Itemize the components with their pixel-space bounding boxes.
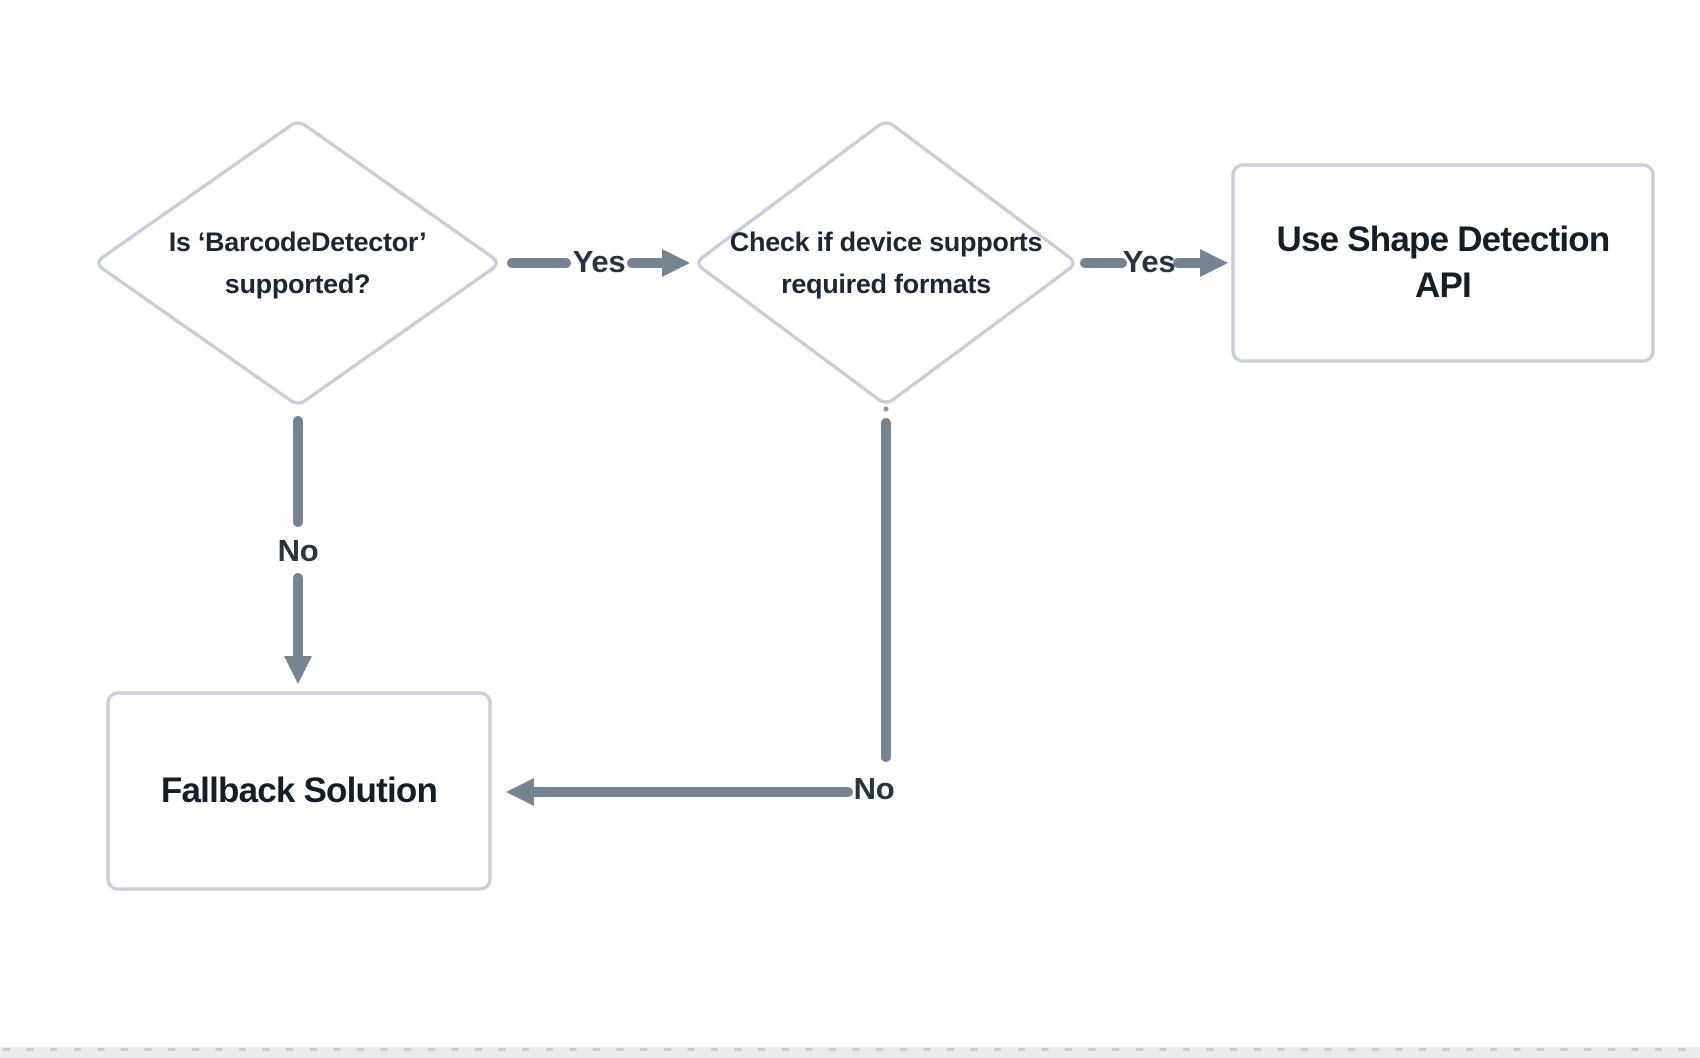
arrow-no-barcode-to-fallback <box>284 416 312 684</box>
bottom-edge-strip <box>0 1047 1700 1058</box>
process-box-shape-detection-api <box>1231 163 1655 363</box>
decision-diamond-device-formats <box>697 121 1075 404</box>
process-box-fallback-solution <box>106 691 492 891</box>
arrow-yes-formats-to-api <box>1080 249 1228 277</box>
arrow-yes-barcode-to-formats <box>507 249 690 277</box>
decision-diamond-barcodedetector <box>97 121 498 405</box>
arrow-no-formats-to-fallback <box>506 406 891 806</box>
